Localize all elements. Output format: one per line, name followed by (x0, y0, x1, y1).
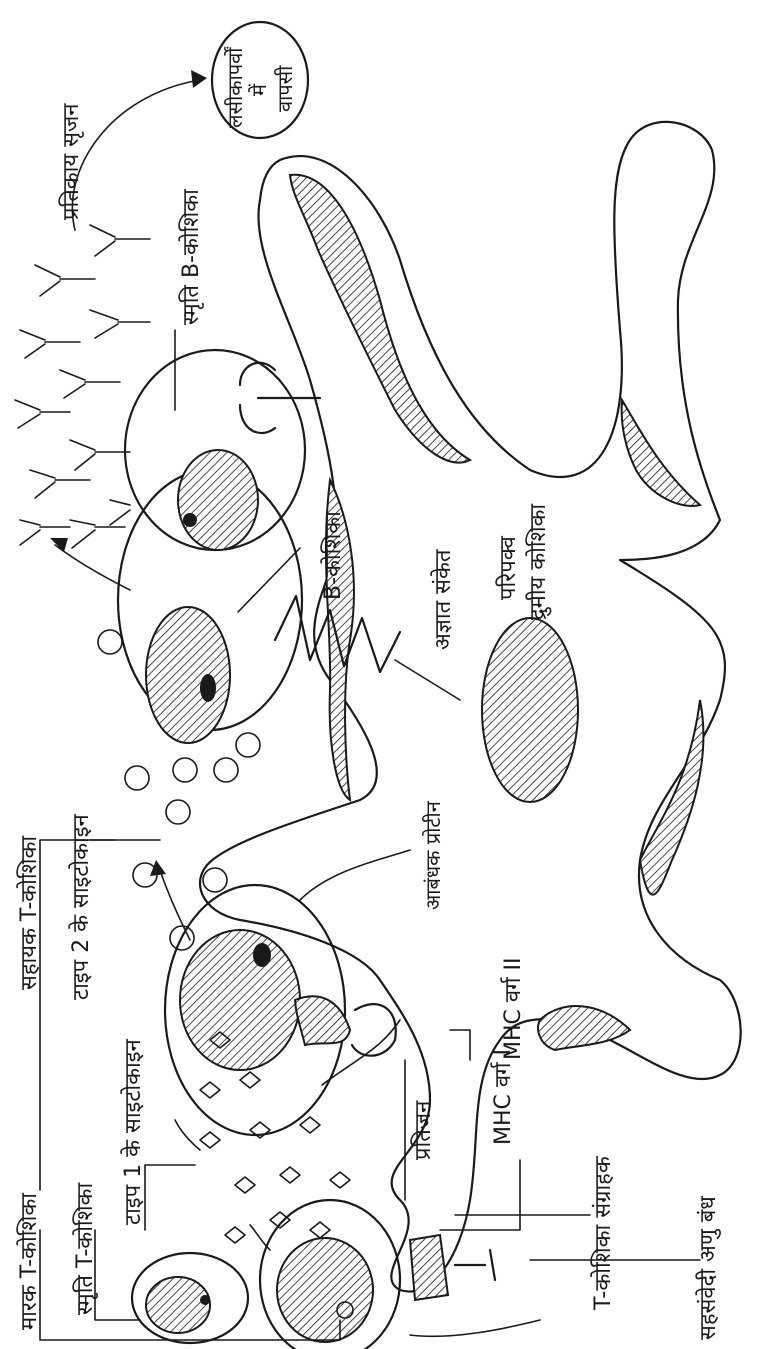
dendritic-arrow (410, 1320, 540, 1336)
antibody (70, 440, 130, 470)
memory-b-cell (125, 330, 320, 550)
cytokine-diamond (225, 1227, 245, 1243)
mhc2-line (450, 1030, 470, 1060)
unknown-signal-line (395, 660, 460, 700)
b-cell-nucleus (146, 607, 230, 743)
label-binding-protein: आबंधक प्रोटीन (421, 800, 445, 910)
b-cell-leader (238, 548, 300, 612)
label-t-cell-receptor: T-कोशिका संग्राहक (590, 1155, 616, 1311)
helper-t-cell (150, 860, 396, 1135)
cytokine-circle (98, 630, 122, 654)
costimulatory-bond (455, 1250, 495, 1280)
cytokine-diamond (300, 1117, 320, 1133)
label-b-cell: B-कोशिका (320, 511, 346, 600)
cytokine-diamond (310, 1222, 330, 1238)
helper-t-cell-nucleolus (253, 943, 271, 967)
cytokine-circle (173, 758, 197, 782)
label-memory-b-cell: स्मृति B-कोशिका (178, 189, 204, 325)
antibody (35, 265, 95, 296)
label-lymph-nodes-1: लसीकापर्वों (223, 47, 247, 128)
mhc1-line (440, 1160, 520, 1230)
helper-t-cell-nucleus (180, 930, 300, 1070)
label-mature-dendritic-2: द्रुमीय कोशिका (525, 504, 551, 620)
label-lymph-nodes-2: में (247, 83, 271, 96)
cytokine-diamond (235, 1177, 255, 1193)
antibody (90, 310, 150, 338)
antibody (60, 370, 120, 398)
dendritic-cell (200, 122, 741, 1292)
antibody (90, 225, 150, 256)
antibody (70, 520, 125, 548)
antibodies (15, 225, 150, 548)
memory-b-cell-nucleolus (183, 513, 197, 527)
helper-arrow-up (160, 870, 190, 940)
label-lymph-nodes-3: वापसी (273, 65, 297, 112)
t-cell-receptor-shape (410, 1235, 448, 1300)
label-antigen: प्रतिजन (410, 1100, 436, 1160)
lymph-return-arrow-head (191, 70, 207, 88)
memory-t-cell-nucleus (277, 1238, 373, 1342)
killer-t-cell-nucleolus (200, 1295, 210, 1305)
label-memory-t-cell: स्मृति T-कोशिका (72, 1183, 98, 1315)
dendritic-band-right-bottom (640, 700, 703, 895)
binding-protein-line (300, 850, 410, 900)
cytokine-circle (166, 800, 190, 824)
memory-b-cell-nucleus (178, 450, 258, 550)
type1-leader (145, 1165, 195, 1230)
cytokine-diamond (200, 1132, 220, 1148)
helper-arrow-up-head (150, 860, 166, 876)
label-mature-dendritic-1: परिपक्व (495, 535, 521, 600)
b-cell-arrow-head (50, 538, 68, 552)
cytokine-diamond (330, 1172, 350, 1188)
label-helper-t-cell: सहायक T-कोशिका (16, 836, 42, 990)
antibody (110, 500, 130, 525)
cytokine-diamond (200, 1082, 220, 1098)
b-cell-nucleolus (200, 674, 216, 702)
antibody (20, 330, 80, 358)
memory-t-cell (175, 1120, 495, 1349)
killer-arrow (175, 1120, 200, 1150)
label-unknown-signal: अज्ञात संकेत (430, 549, 456, 650)
antibody (15, 400, 70, 428)
antibody (30, 470, 90, 498)
label-costimulatory-molecule: सहसंवेदी अणु बंध (695, 1196, 721, 1340)
killer-t-cell (132, 1253, 248, 1343)
helper-t-cell-receptor (295, 996, 350, 1045)
cytokine-circle (214, 758, 238, 782)
dendritic-cell-outline (200, 122, 741, 1292)
cytokine-diamond (280, 1167, 300, 1183)
label-antibody-production: प्रतिकाय सृजन (58, 103, 84, 220)
killer-t-cell-nucleus (146, 1277, 210, 1333)
label-mhc-class-1: MHC वर्ग I (490, 1049, 516, 1145)
cytokine-circle (203, 868, 227, 892)
cytokine-circle (236, 733, 260, 757)
label-type2-cytokine: टाइप 2 के साइटोकाइन (68, 813, 94, 1000)
label-mhc-class-2: MHC वर्ग II (500, 958, 526, 1060)
label-type1-cytokine: टाइप 1 के साइटोकाइन (120, 1038, 146, 1225)
label-killer-t-cell: मारक T-कोशिका (16, 1193, 42, 1330)
memory-t-arrow (250, 1225, 270, 1250)
dendritic-nucleus (482, 618, 578, 802)
cytokine-diamond (240, 1072, 260, 1088)
cytokine-circle (125, 766, 149, 790)
